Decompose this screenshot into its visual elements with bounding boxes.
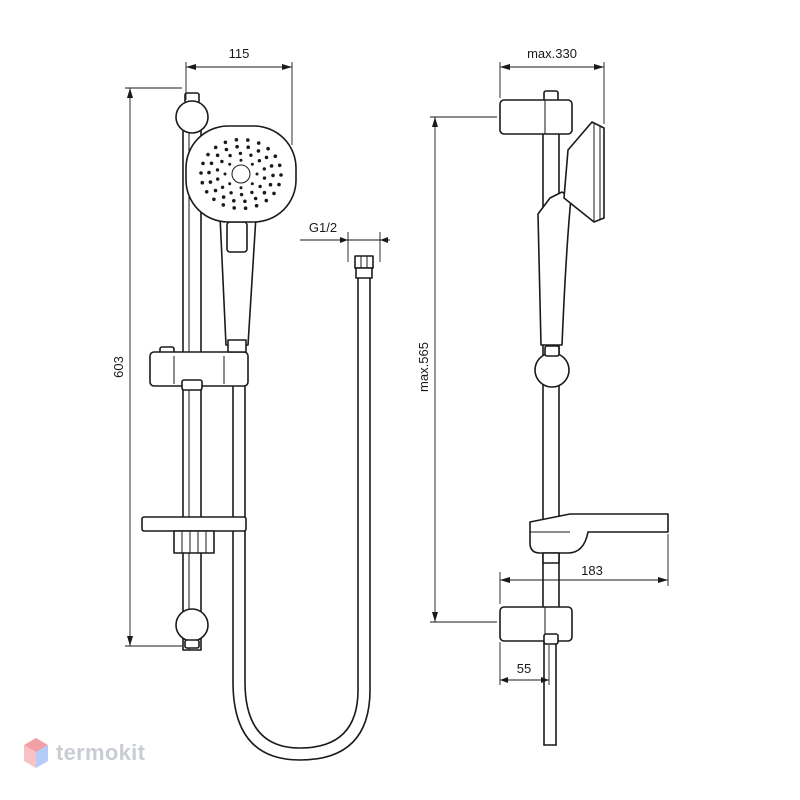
- nozzle-dot: [272, 191, 276, 196]
- nozzle-dot: [250, 190, 254, 195]
- dim-front-width-label: 115: [229, 46, 250, 61]
- nozzle-dot: [246, 138, 250, 142]
- nozzle-dot: [262, 167, 266, 171]
- nozzle-dot: [257, 159, 262, 163]
- nozzle-dot: [273, 154, 278, 158]
- side-handshower: [537, 121, 605, 346]
- nozzle-dot: [221, 195, 226, 199]
- nozzle-dot: [238, 151, 243, 156]
- nozzle-dot: [255, 172, 259, 176]
- nozzle-dot: [199, 171, 203, 175]
- nozzle-dot: [215, 168, 220, 172]
- nozzle-dot: [277, 182, 281, 187]
- nozzle-dot: [264, 155, 269, 160]
- nozzle-dot: [271, 173, 275, 178]
- front-handshower: [185, 125, 297, 346]
- nozzle-dot: [209, 161, 214, 166]
- dim-side-height-label: max.565: [416, 342, 431, 392]
- watermark-brand: termokit: [56, 740, 146, 765]
- nozzle-dot: [256, 149, 261, 153]
- dim-thread: G1/2: [300, 220, 390, 262]
- nozzle-dot: [228, 162, 232, 166]
- nozzle-dot: [221, 203, 226, 207]
- front-view: 115 603 G1/2: [111, 46, 390, 761]
- nozzle-dot: [207, 170, 211, 175]
- dim-front-width: 115: [185, 46, 293, 145]
- nozzle-dot: [279, 173, 283, 177]
- dim-front-height: 603: [111, 87, 182, 647]
- nozzle-dot: [208, 180, 213, 184]
- front-bottom-bracket: [175, 608, 209, 649]
- nozzle-dot: [215, 153, 220, 158]
- side-shelf: [529, 513, 669, 564]
- dim-shelf-depth-label: 183: [581, 563, 603, 578]
- nozzle-dot: [239, 192, 244, 197]
- nozzle-dot: [243, 206, 248, 210]
- nozzle-dot: [228, 153, 232, 158]
- nozzle-dot: [213, 145, 218, 150]
- side-bottom-bracket: [499, 606, 573, 645]
- nozzle-dot: [220, 159, 224, 164]
- spray-nozzles: [199, 138, 283, 210]
- dim-side-width-label: max.330: [527, 46, 577, 61]
- nozzle-dot: [264, 198, 269, 203]
- nozzle-dot: [213, 188, 218, 193]
- dim-side-width: max.330: [499, 46, 605, 124]
- nozzle-dot: [249, 153, 253, 157]
- dim-side-height: max.565: [416, 116, 497, 623]
- side-view: max.330 max.565 183 55: [416, 46, 669, 746]
- dim-bracket-depth-label: 55: [517, 661, 531, 676]
- nozzle-dot: [204, 190, 209, 194]
- front-slider: [149, 339, 249, 391]
- nozzle-dot: [228, 182, 232, 186]
- nozzle-dot: [254, 203, 259, 208]
- nozzle-dot: [266, 146, 270, 151]
- nozzle-dot: [250, 182, 254, 186]
- nozzle-dot: [269, 164, 274, 168]
- nozzle-dot: [223, 140, 228, 145]
- nozzle-dot: [234, 138, 239, 142]
- cube-logo-icon: [24, 738, 48, 768]
- nozzle-dot: [243, 199, 247, 204]
- dim-bracket-depth: 55: [499, 642, 550, 685]
- nozzle-dot: [200, 180, 205, 185]
- dim-shelf-depth: 183: [499, 534, 669, 604]
- nozzle-dot: [232, 206, 236, 210]
- side-hose: [543, 639, 557, 746]
- nozzle-dot: [239, 186, 243, 190]
- front-top-bracket: [175, 92, 209, 134]
- front-shelf: [141, 516, 247, 554]
- dim-front-height-label: 603: [111, 356, 126, 378]
- nozzle-dot: [201, 161, 205, 166]
- nozzle-dot: [268, 182, 273, 187]
- nozzle-dot: [253, 196, 258, 201]
- nozzle-dot: [262, 176, 267, 180]
- nozzle-dot: [262, 190, 267, 195]
- nozzle-dot: [277, 163, 282, 168]
- nozzle-dot: [223, 172, 227, 176]
- nozzle-dot: [246, 145, 250, 149]
- nozzle-dot: [256, 141, 261, 145]
- nozzle-dot: [258, 184, 262, 189]
- nozzle-dot: [232, 199, 236, 203]
- nozzle-dot: [235, 144, 239, 149]
- nozzle-dot: [220, 185, 225, 189]
- nozzle-dot: [239, 158, 243, 162]
- nozzle-dot: [216, 177, 220, 181]
- nozzle-dot: [206, 152, 210, 157]
- nozzle-dot: [224, 147, 229, 152]
- front-hose: [232, 277, 371, 761]
- watermark-logo: termokit: [22, 736, 145, 770]
- side-slider: [534, 345, 570, 388]
- nozzle-dot: [250, 162, 254, 166]
- hose-nut: [354, 255, 374, 279]
- nozzle-dot: [229, 191, 233, 195]
- nozzle-dot: [212, 197, 216, 202]
- side-top-bracket: [499, 90, 573, 135]
- dim-thread-label: G1/2: [309, 220, 337, 235]
